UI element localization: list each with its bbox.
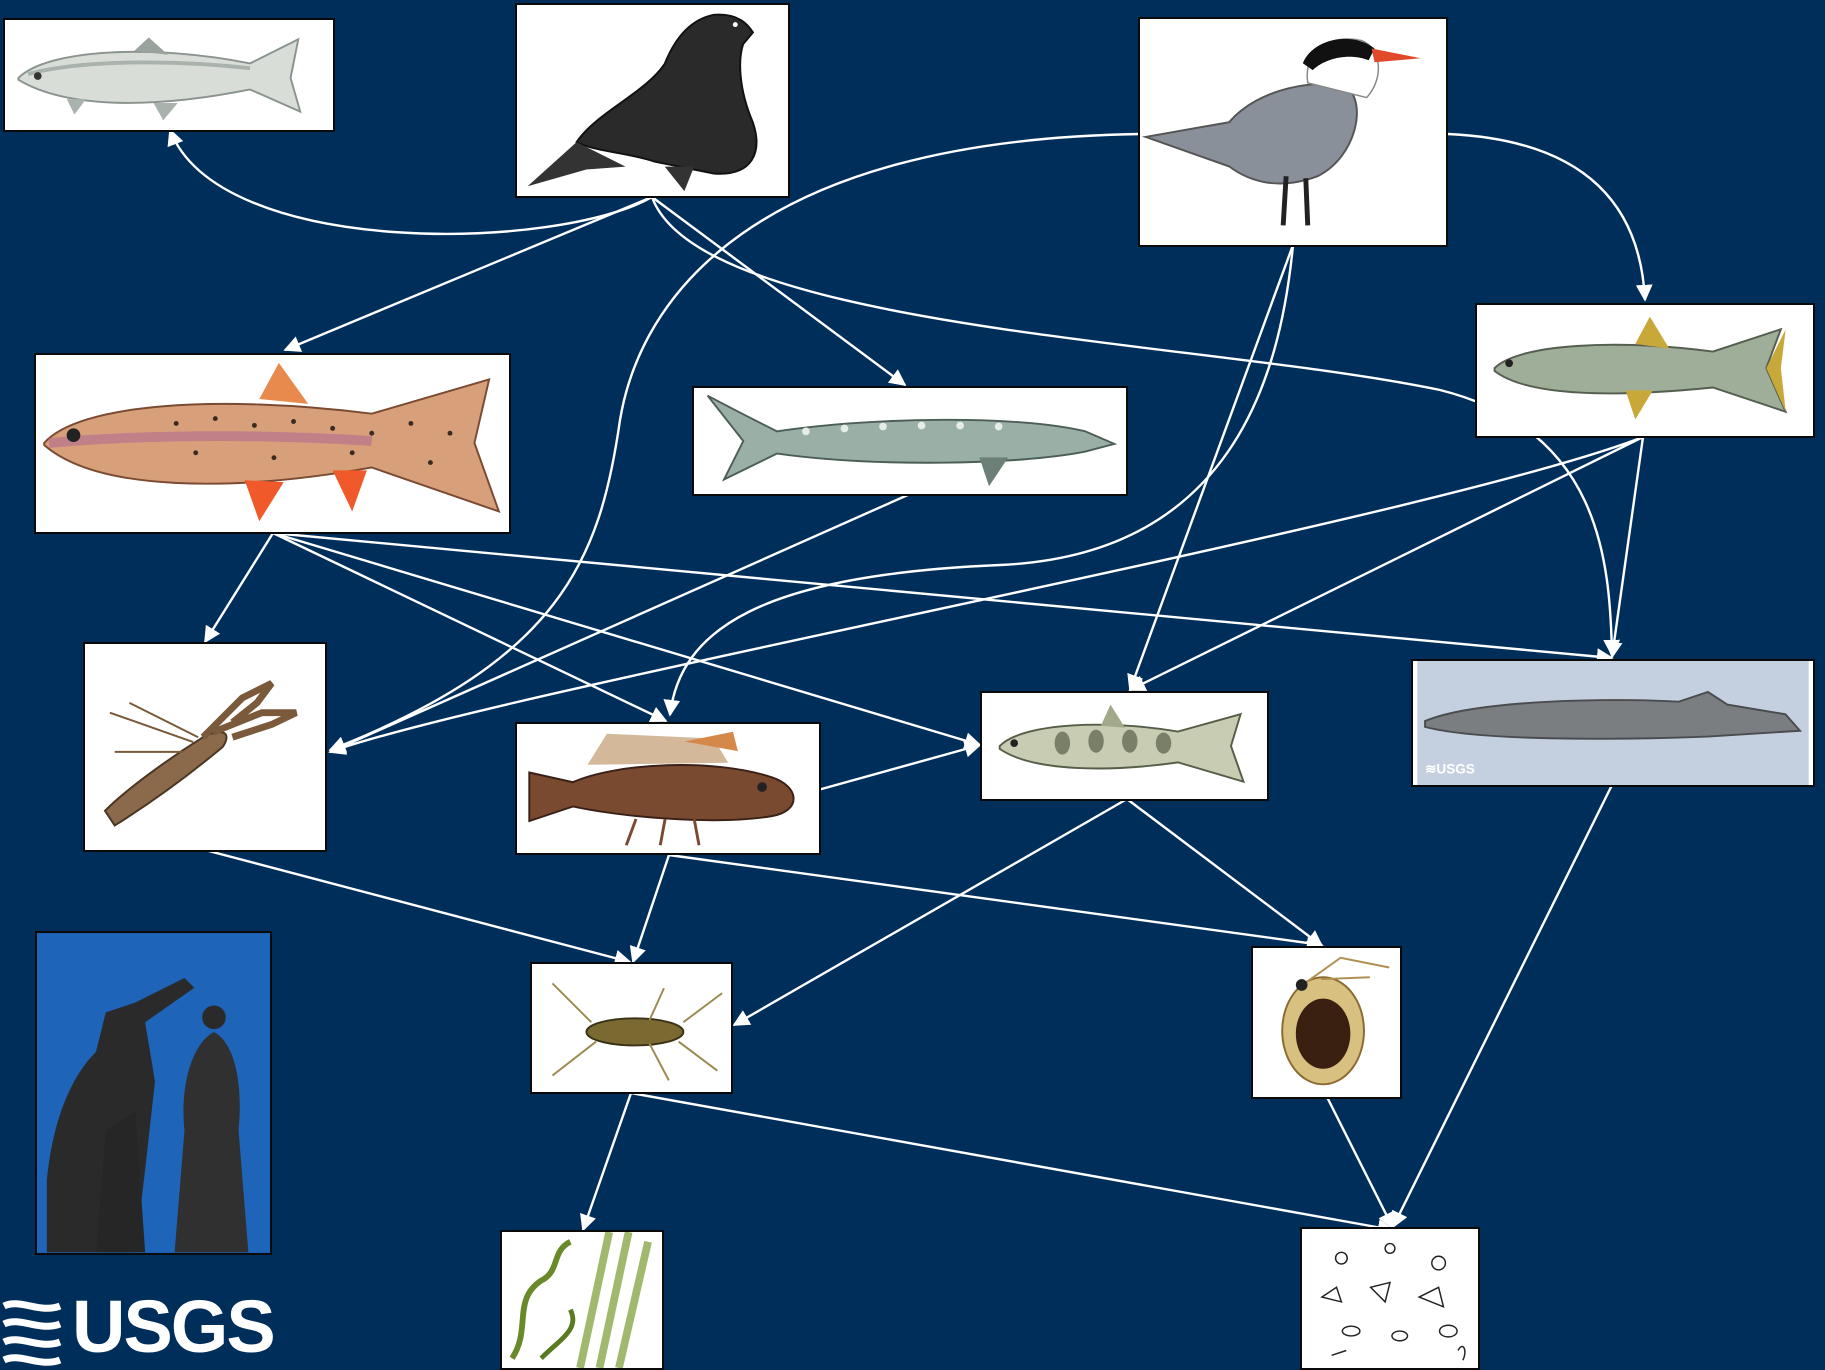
arrow-tern-juvenile (1130, 245, 1293, 690)
pikeminnow-icon (1477, 305, 1813, 436)
daphnia-card[interactable] (1251, 946, 1402, 1099)
arrow-trout-juvenile (273, 533, 980, 745)
arrow-juvenile-daphnia (1127, 799, 1322, 946)
tern-card[interactable] (1138, 17, 1448, 247)
algae-card[interactable] (500, 1230, 664, 1370)
sculpin-card[interactable] (515, 722, 821, 855)
arrow-sealion-sturgeon (652, 197, 905, 385)
arrow-stonefly-algae (583, 1093, 631, 1230)
tern-icon (1140, 19, 1446, 245)
arrow-sculpin-daphnia (669, 855, 1322, 945)
arrow-daphnia-zooplankton (1327, 1097, 1393, 1228)
trout-icon (36, 355, 509, 532)
arrow-stonefly-zooplankton (631, 1093, 1393, 1230)
salmon-card[interactable] (3, 18, 335, 132)
crayfish-icon (85, 644, 325, 850)
arrow-trout-lamprey (273, 533, 1612, 658)
sturgeon-card[interactable] (692, 386, 1128, 496)
arrow-lamprey-zooplankton (1393, 785, 1612, 1227)
cutthroat-trout-card[interactable] (34, 353, 511, 534)
zooplankton-card[interactable] (1300, 1227, 1480, 1370)
arrow-pikeminnow-juvenile (1130, 437, 1643, 690)
algae-icon (502, 1232, 662, 1368)
salmon-icon (5, 20, 333, 130)
arrow-pikeminnow-lamprey (1612, 437, 1643, 657)
statue-icon (37, 933, 270, 1253)
stonefly-icon (532, 964, 731, 1092)
statue-photo (35, 931, 272, 1255)
arrow-sculpin-stonefly (633, 855, 669, 962)
usgs-logo-text: USGS (72, 1290, 274, 1364)
arrow-sealion-trout (285, 197, 652, 350)
juvenile-fish-icon (982, 693, 1267, 799)
arrow-trout-crayfish (205, 533, 273, 642)
sculpin-icon (517, 724, 819, 853)
sea-lion-card[interactable] (515, 3, 790, 198)
svg-text:≋USGS: ≋USGS (1425, 761, 1475, 776)
juvenile-salmon-card[interactable] (980, 691, 1269, 801)
crayfish-card[interactable] (83, 642, 327, 852)
arrow-sculpin-juvenile (818, 745, 980, 790)
arrow-trout-sculpin (273, 533, 666, 721)
lamprey-icon: ≋USGS (1413, 661, 1813, 785)
sturgeon-icon (694, 388, 1126, 494)
zooplankton-icon (1302, 1229, 1478, 1368)
stonefly-nymph-card[interactable] (530, 962, 733, 1094)
lamprey-card[interactable]: ≋USGS (1411, 659, 1815, 787)
sea-lion-icon (517, 5, 788, 196)
arrow-tern-pikeminnow (1448, 134, 1645, 300)
pikeminnow-card[interactable] (1475, 303, 1815, 438)
daphnia-icon (1253, 948, 1400, 1097)
